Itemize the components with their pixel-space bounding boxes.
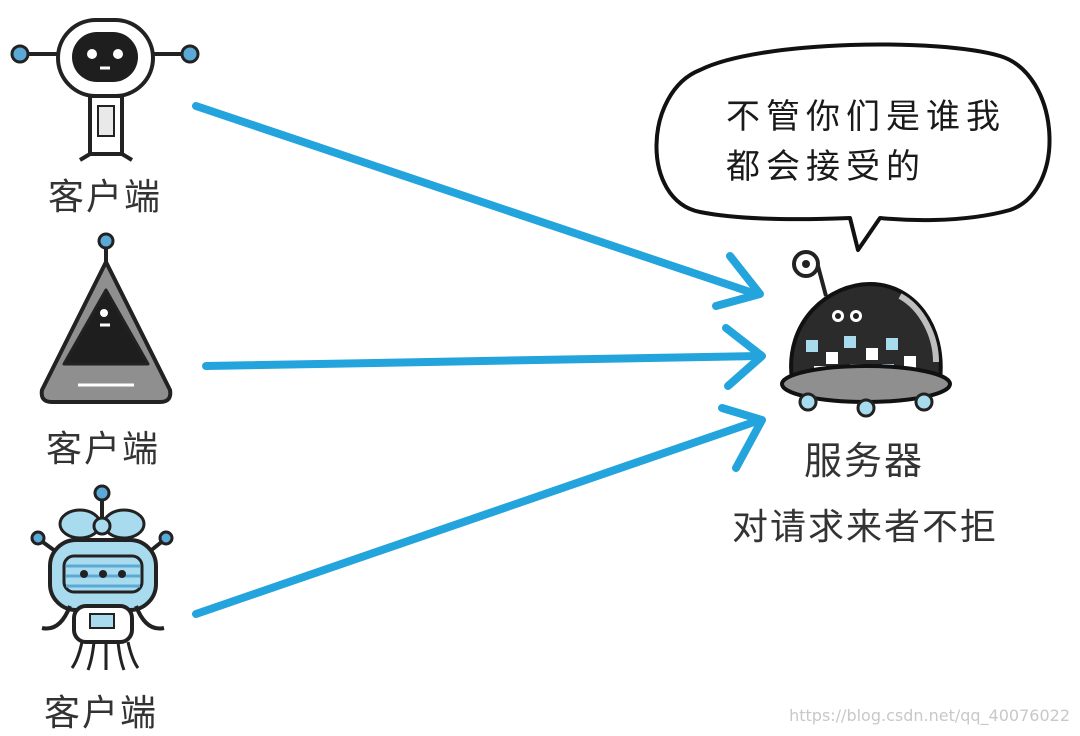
speech-bubble xyxy=(654,42,1052,252)
watermark: https://blog.csdn.net/qq_40076022 xyxy=(789,706,1070,725)
request-arrow-2 xyxy=(202,324,766,390)
client-robot-triangle-icon xyxy=(39,232,173,404)
server-robot-icon xyxy=(780,250,952,418)
client-label-1: 客户端 xyxy=(48,177,163,218)
speech-bubble-line-2: 都会接受的 xyxy=(726,147,926,187)
speech-bubble-line-1: 不管你们是谁我 xyxy=(726,97,1006,137)
client-label-3: 客户端 xyxy=(44,693,159,734)
server-label: 服务器 xyxy=(804,439,925,483)
client-robot-round-icon xyxy=(10,18,200,162)
client-label-2: 客户端 xyxy=(46,429,161,470)
client-robot-blue-icon xyxy=(30,484,174,671)
server-caption: 对请求来者不拒 xyxy=(732,507,999,548)
request-arrow-1 xyxy=(192,102,764,310)
request-arrow-3 xyxy=(192,404,766,618)
